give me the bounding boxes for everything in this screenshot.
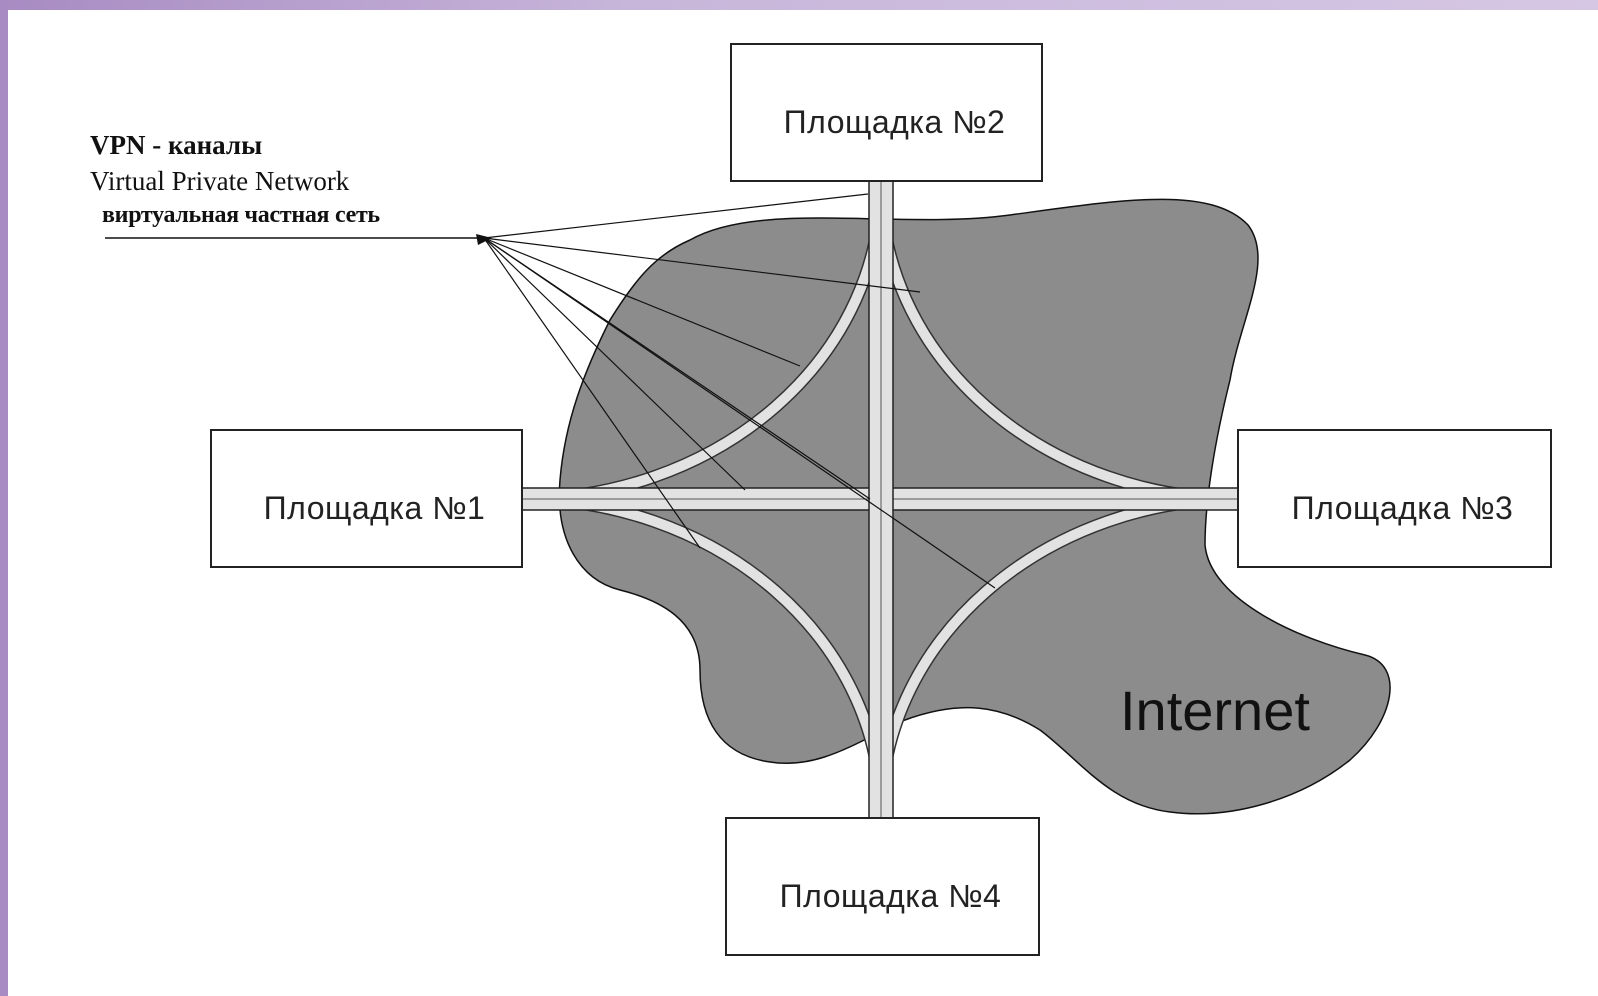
site-box-3 [1237,429,1552,568]
diagram-canvas [8,10,1598,996]
leader-arrow [476,234,492,245]
site-label-4: Площадка №4 [779,878,1002,914]
site-box-2 [730,43,1043,182]
internet-label: Internet [1120,679,1310,742]
legend-subtitle-ru: виртуальная частная сеть [102,202,380,228]
channel-vertical [868,179,894,821]
site-box-1 [210,429,523,568]
leader-lines [483,193,996,589]
site-box-4 [725,817,1040,956]
legend-subtitle: Virtual Private Network [90,166,350,196]
site-label-1: Площадка №1 [263,490,486,526]
site-label-3: Площадка №3 [1291,490,1514,526]
site-label-2: Площадка №2 [783,104,1006,140]
vpn-diagram [105,43,1552,956]
legend-title: VPN - каналы [90,130,263,160]
